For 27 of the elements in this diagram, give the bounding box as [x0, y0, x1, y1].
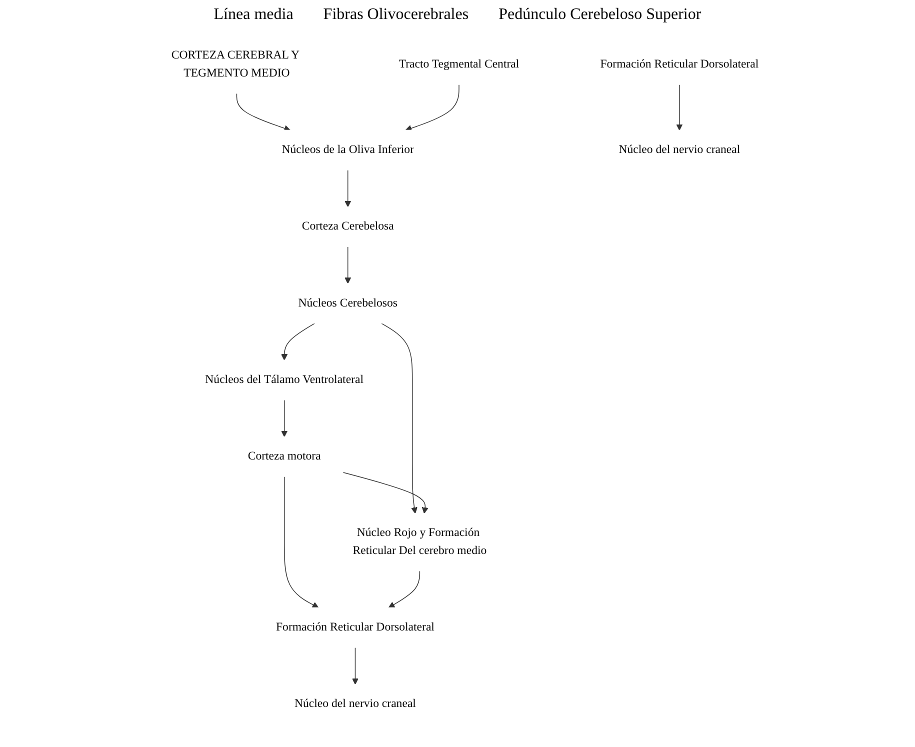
arrow	[406, 84, 460, 132]
node-text: CORTEZA CEREBRAL Y TEGMENTO MEDIO	[172, 49, 300, 80]
arrow	[676, 84, 683, 130]
arrow	[388, 570, 420, 608]
arrow	[352, 647, 359, 685]
annotation-text: Fibras Olivocerebrales	[323, 6, 469, 24]
node-text: Corteza motora	[248, 450, 322, 463]
annotation-text: Pedúnculo Cerebeloso Superior	[498, 6, 702, 24]
arrow	[236, 93, 291, 132]
arrow	[344, 246, 352, 284]
arrow	[284, 476, 320, 608]
arrow	[381, 322, 418, 514]
node-text: Núcleo Rojo y Formación Reticular Del cerebro medio	[353, 526, 487, 557]
node-text: Formación Reticular Dorsolateral	[276, 620, 435, 634]
node-text: Núcleo del nervio craneal	[619, 143, 740, 156]
node-text: Núcleos de la Oliva Inferior	[282, 143, 414, 156]
node-text: Núcleos Cerebelosos	[298, 296, 398, 310]
annotation-text: Línea media	[214, 6, 294, 24]
node-text: Formación Reticular Dorsolateral	[600, 58, 759, 71]
arrow	[344, 170, 352, 208]
node-text: Núcleos del Tálamo Ventrolateral	[205, 373, 364, 386]
arrow	[281, 322, 316, 360]
arrow	[342, 472, 429, 514]
node-text: Tracto Tegmental Central	[399, 58, 520, 71]
node-text: Corteza Cerebelosa	[302, 220, 394, 233]
node-text: Núcleo del nervio craneal	[294, 698, 416, 710]
arrow	[281, 400, 288, 438]
